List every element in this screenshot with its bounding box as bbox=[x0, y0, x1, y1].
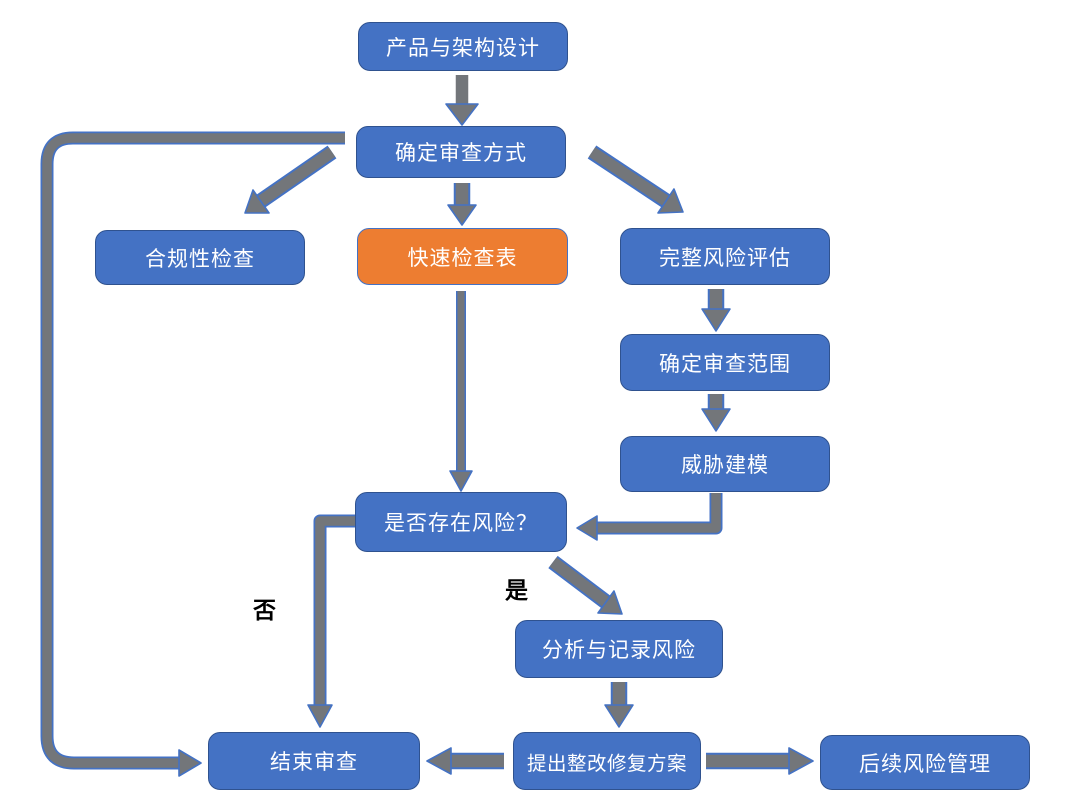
arrow-method-to-compliance bbox=[244, 145, 337, 214]
node-quick-checklist-highlighted: 快速检查表 bbox=[357, 228, 568, 285]
arrow-decision-yes-to-analyze bbox=[548, 555, 623, 615]
arrow-design-to-method bbox=[445, 75, 479, 126]
arrow-checklist-to-decision bbox=[449, 291, 473, 492]
edge-label-no: 否 bbox=[253, 597, 276, 623]
node-product-architecture-design: 产品与架构设计 bbox=[358, 22, 568, 71]
arrow-analyze-to-remediation bbox=[604, 682, 634, 728]
node-analyze-record-risk: 分析与记录风险 bbox=[515, 620, 723, 678]
arrow-assessment-to-scope bbox=[701, 289, 731, 332]
arrow-remediation-to-followup bbox=[706, 747, 814, 775]
node-end-review: 结束审查 bbox=[208, 732, 420, 790]
arrow-method-to-checklist bbox=[447, 183, 477, 226]
arrow-threat-to-decision bbox=[576, 493, 723, 541]
node-compliance-check: 合规性检查 bbox=[95, 230, 305, 285]
edge-label-yes: 是 bbox=[505, 577, 528, 603]
node-followup-risk-management: 后续风险管理 bbox=[820, 735, 1030, 790]
node-determine-review-method: 确定审查方式 bbox=[356, 126, 566, 178]
arrow-method-to-end-loop bbox=[40, 131, 345, 777]
node-remediation-plan: 提出整改修复方案 bbox=[513, 732, 701, 790]
node-full-risk-assessment: 完整风险评估 bbox=[620, 228, 830, 285]
arrow-remediation-to-end bbox=[426, 747, 504, 775]
node-threat-modeling: 威胁建模 bbox=[620, 436, 830, 492]
arrow-method-to-assessment bbox=[587, 145, 684, 214]
node-risk-exists-decision: 是否存在风险？ bbox=[355, 492, 567, 552]
arrow-scope-to-threat bbox=[701, 394, 731, 432]
node-determine-review-scope: 确定审查范围 bbox=[620, 334, 830, 391]
arrow-decision-no-to-end bbox=[307, 514, 355, 728]
